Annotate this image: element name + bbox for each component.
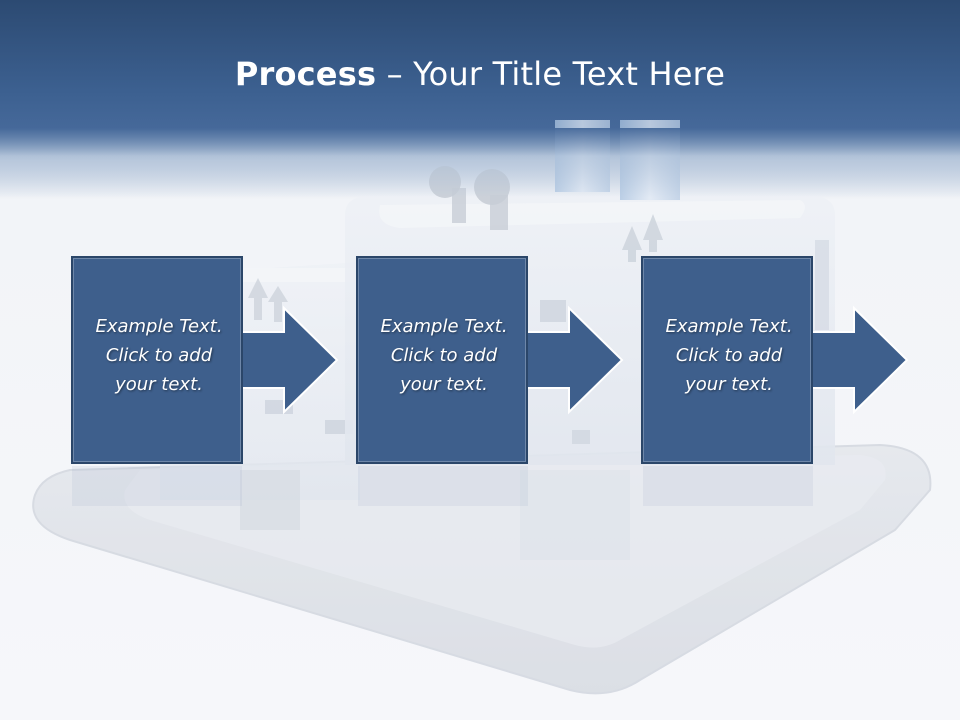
step-2-line-3: your text.	[400, 374, 488, 395]
step-1-line-3: your text.	[115, 374, 203, 395]
step-3-line-3: your text.	[685, 374, 773, 395]
title-bold: Process	[234, 55, 377, 93]
slide-title[interactable]: Process – Your Title Text Here	[0, 52, 960, 96]
step-1-text[interactable]: Example Text. Click to add your text.	[73, 312, 245, 399]
arrow-right-icon	[239, 305, 339, 415]
header-fade	[0, 128, 960, 198]
step-2-text[interactable]: Example Text. Click to add your text.	[358, 312, 530, 399]
step-1-line-2: Click to add	[105, 345, 213, 366]
step-1-line-1: Example Text.	[95, 316, 223, 337]
arrow-right-icon	[524, 305, 624, 415]
process-step-1[interactable]: Example Text. Click to add your text.	[71, 256, 243, 464]
title-rest: – Your Title Text Here	[376, 55, 726, 93]
step-3-text[interactable]: Example Text. Click to add your text.	[643, 312, 815, 399]
step-3-line-1: Example Text.	[665, 316, 793, 337]
header-band	[0, 0, 960, 130]
process-step-3[interactable]: Example Text. Click to add your text.	[641, 256, 813, 464]
arrow-right-icon	[809, 305, 909, 415]
process-step-2[interactable]: Example Text. Click to add your text.	[356, 256, 528, 464]
step-2-line-2: Click to add	[390, 345, 498, 366]
step-2-line-1: Example Text.	[380, 316, 508, 337]
step-3-line-2: Click to add	[675, 345, 783, 366]
